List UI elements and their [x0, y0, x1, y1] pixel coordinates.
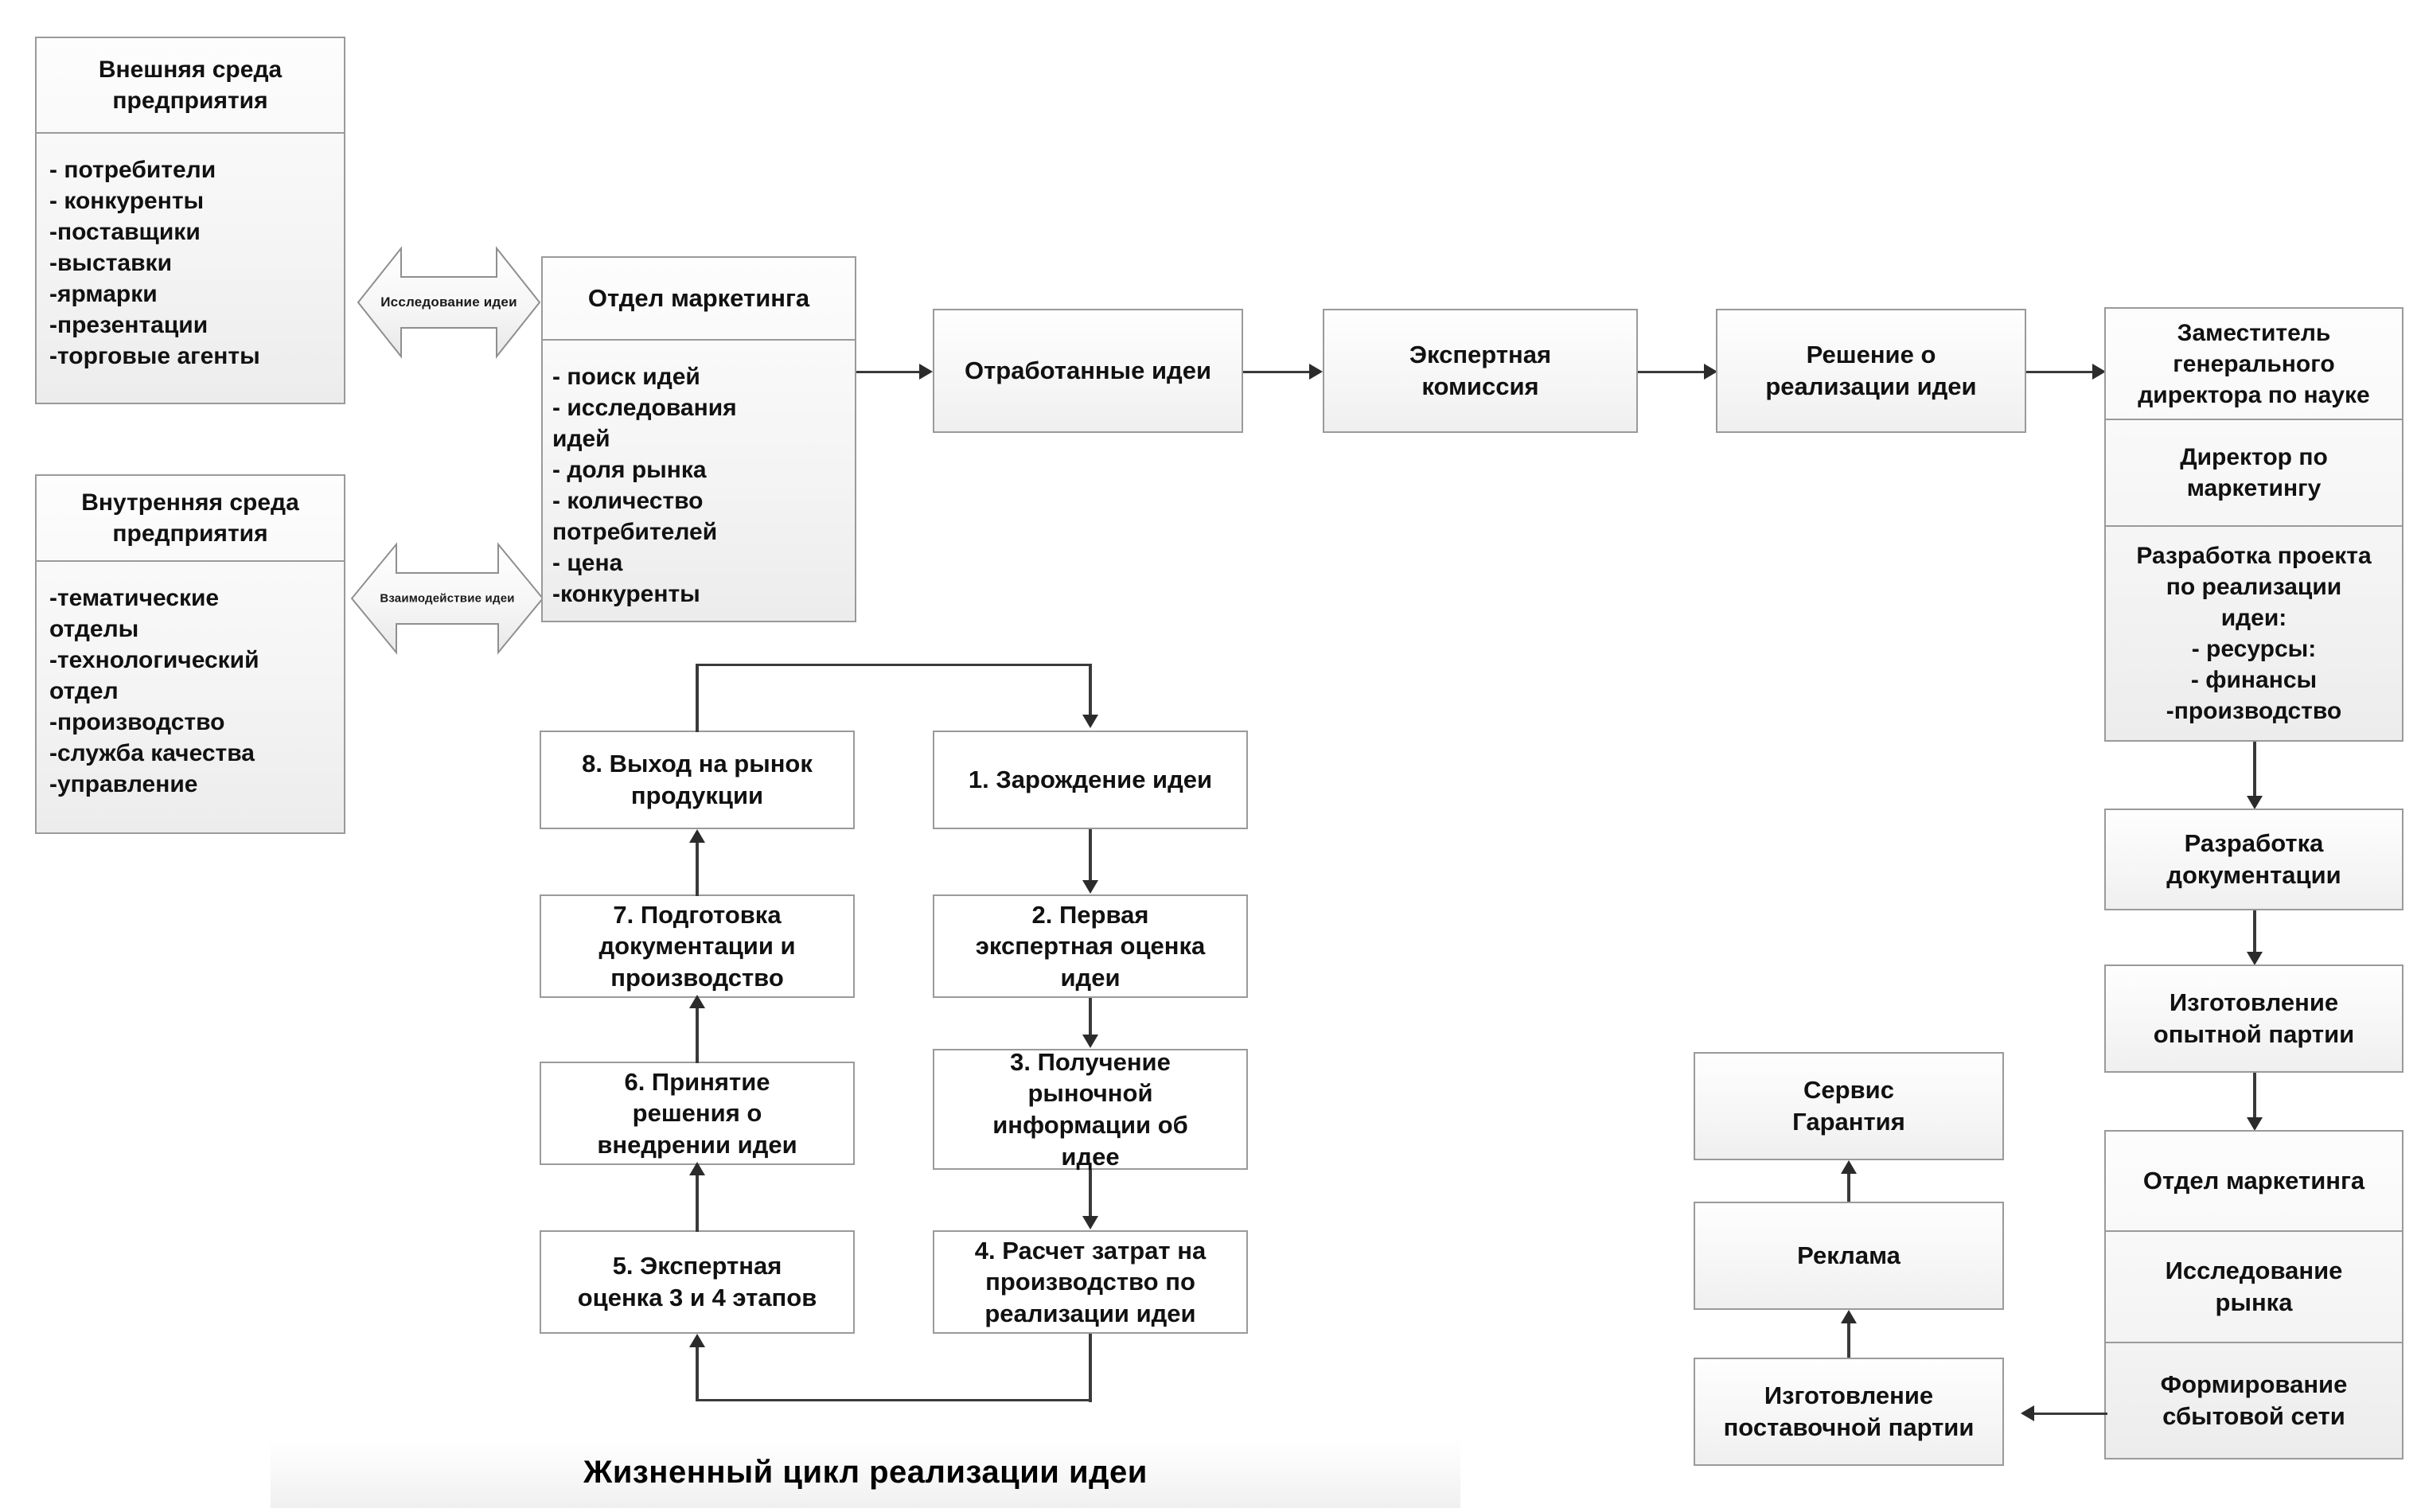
arrowhead-loop-top-into-step1 [1082, 715, 1098, 728]
connector-sales-to-supply [2034, 1413, 2107, 1415]
connector-supply-to-advert [1847, 1321, 1850, 1367]
lifecycle-step-3-box: 3. Получение рыночной информации об идее [933, 1048, 1248, 1171]
loop-top-right-segment [1089, 664, 1092, 718]
expert-commission-box: Экспертная комиссия [1323, 309, 1638, 433]
idea-decision-box: Решение о реализации идеи [1716, 309, 2026, 433]
arrowhead-loop-bottom-into-step5 [689, 1334, 705, 1347]
arrowhead-decision-to-deputy [2092, 364, 2106, 380]
connector-commission-to-decision [1638, 371, 1714, 373]
right-column-bottom-stack: Отдел маркетинга Исследование рынка Форм… [2104, 1130, 2403, 1459]
arrowhead-docs-to-prototype [2247, 952, 2263, 965]
lifecycle-step-7-box: 7. Подготовка документации и производств… [540, 894, 855, 998]
connector-step6-to-step7 [696, 1003, 699, 1063]
arrowhead-commission-to-decision [1704, 364, 1717, 380]
processed-ideas-box: Отработанные идеи [933, 309, 1243, 433]
arrowhead-step1-to-step2 [1082, 880, 1098, 894]
arrowhead-processed-to-commission [1309, 364, 1323, 380]
arrowhead-project-to-docs [2247, 796, 2263, 809]
connector-prototype-to-marketing2 [2253, 1073, 2256, 1128]
external-environment-header: Внешняя среда предприятия [37, 38, 344, 134]
arrowhead-step7-to-step8 [689, 829, 705, 843]
lifecycle-step-6-box: 6. Принятие решения о внедрении идеи [540, 1062, 855, 1165]
project-development-box: Разработка проекта по реализации идеи: -… [2136, 543, 2372, 724]
loop-top-left-segment [696, 664, 699, 732]
documentation-development-box: Разработка документации [2104, 809, 2403, 910]
sales-network-box: Формирование сбытовой сети [2160, 1370, 2348, 1430]
banner-title: Жизненный цикл реализации идеи [583, 1454, 1148, 1490]
arrowhead-marketing-to-processed [919, 364, 933, 380]
connector-step2-to-step3 [1089, 998, 1092, 1044]
loop-bottom-right-segment [1089, 1334, 1092, 1402]
research-idea-bidirectional-arrow: Исследование идеи [357, 239, 541, 366]
banner: Жизненный цикл реализации идеи [271, 1436, 1460, 1508]
connector-docs-to-prototype [2253, 910, 2256, 963]
connector-marketing-to-processed [856, 371, 930, 373]
loop-bottom-horizontal-segment [696, 1399, 1092, 1401]
prototype-batch-box: Изготовление опытной партии [2104, 964, 2403, 1073]
connector-step1-to-step2 [1089, 829, 1092, 887]
marketing-department-box-2: Отдел маркетинга [2106, 1132, 2402, 1232]
research-idea-label: Исследование идеи [380, 294, 517, 310]
internal-environment-header: Внутренняя среда предприятия [37, 476, 344, 562]
arrowhead-advert-to-service [1841, 1160, 1857, 1174]
lifecycle-step-2-box: 2. Первая экспертная оценка идеи [933, 894, 1248, 998]
arrowhead-step3-to-step4 [1082, 1216, 1098, 1229]
external-environment-items: - потребители - конкуренты -поставщики -… [49, 157, 260, 369]
connector-project-to-docs [2253, 742, 2256, 805]
lifecycle-step-4-box: 4. Расчет затрат на производство по реал… [933, 1230, 1248, 1334]
marketing-department-items: - поиск идей - исследования идей - доля … [552, 364, 737, 607]
connector-advert-to-service [1847, 1170, 1850, 1218]
marketing-department-box: Отдел маркетинга - поиск идей - исследов… [541, 256, 856, 622]
interaction-idea-label: Взаимодействие идеи [380, 591, 515, 606]
right-column-top-stack: Заместитель генерального директора по на… [2104, 307, 2403, 742]
lifecycle-step-8-box: 8. Выход на рынок продукции [540, 731, 855, 829]
connector-step7-to-step8 [696, 836, 699, 896]
arrowhead-step2-to-step3 [1082, 1035, 1098, 1048]
market-research-box: Исследование рынка [2106, 1232, 2402, 1343]
arrowhead-sales-to-supply [2021, 1405, 2034, 1421]
connector-processed-to-commission [1243, 371, 1320, 373]
arrowhead-supply-to-advert [1841, 1310, 1857, 1323]
lifecycle-step-5-box: 5. Экспертная оценка 3 и 4 этапов [540, 1230, 855, 1334]
deputy-director-science-box: Заместитель генерального директора по на… [2106, 309, 2402, 420]
lifecycle-step-1-box: 1. Зарождение идеи [933, 731, 1248, 829]
interaction-idea-bidirectional-arrow: Взаимодействие идеи [350, 535, 544, 662]
connector-decision-to-deputy [2026, 371, 2103, 373]
loop-top-horizontal-segment [696, 664, 1092, 666]
arrowhead-step6-to-step7 [689, 995, 705, 1008]
advertising-box: Реклама [1694, 1202, 2004, 1310]
arrowhead-prototype-to-marketing2 [2247, 1117, 2263, 1131]
marketing-director-box: Директор по маркетингу [2106, 420, 2402, 527]
internal-environment-box: Внутренняя среда предприятия -тематическ… [35, 474, 345, 834]
loop-bottom-left-segment [696, 1345, 699, 1401]
service-warranty-box: Сервис Гарантия [1694, 1052, 2004, 1160]
supply-batch-box: Изготовление поставочной партии [1694, 1358, 2004, 1466]
internal-environment-items: -тематические отделы -технологический от… [49, 585, 259, 797]
connector-step5-to-step6 [696, 1170, 699, 1232]
connector-step3-to-step4 [1089, 1170, 1092, 1219]
external-environment-box: Внешняя среда предприятия - потребители … [35, 37, 345, 404]
arrowhead-step5-to-step6 [689, 1162, 705, 1175]
marketing-department-header: Отдел маркетинга [543, 258, 855, 341]
